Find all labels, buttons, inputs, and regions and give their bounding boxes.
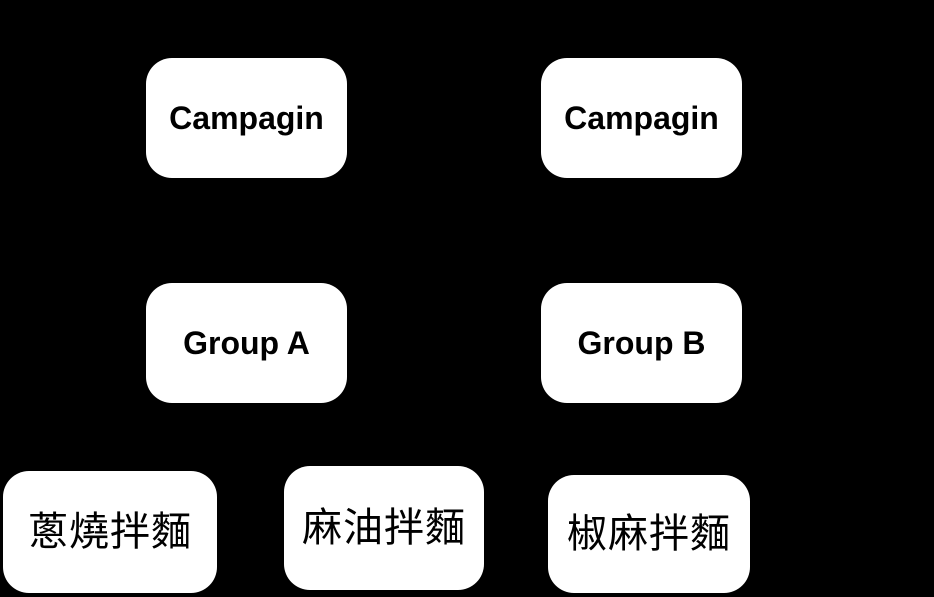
group-b-node: Group B <box>541 283 742 403</box>
sesame-oil-noodles-node-label: 麻油拌麵 <box>302 505 466 550</box>
group-a-node: Group A <box>146 283 347 403</box>
scallion-noodles-node: 蔥燒拌麵 <box>3 471 217 593</box>
campaign-node-left: Campagin <box>146 58 347 178</box>
campaign-node-right-label: Campagin <box>564 100 719 136</box>
scallion-noodles-node-label: 蔥燒拌麵 <box>28 509 192 554</box>
campaign-node-left-label: Campagin <box>169 100 324 136</box>
group-b-node-label: Group B <box>577 325 706 361</box>
pepper-sesame-noodles-node: 椒麻拌麵 <box>548 475 750 593</box>
group-a-node-label: Group A <box>183 325 310 361</box>
sesame-oil-noodles-node: 麻油拌麵 <box>284 466 484 590</box>
pepper-sesame-noodles-node-label: 椒麻拌麵 <box>567 511 731 556</box>
campaign-node-right: Campagin <box>541 58 742 178</box>
